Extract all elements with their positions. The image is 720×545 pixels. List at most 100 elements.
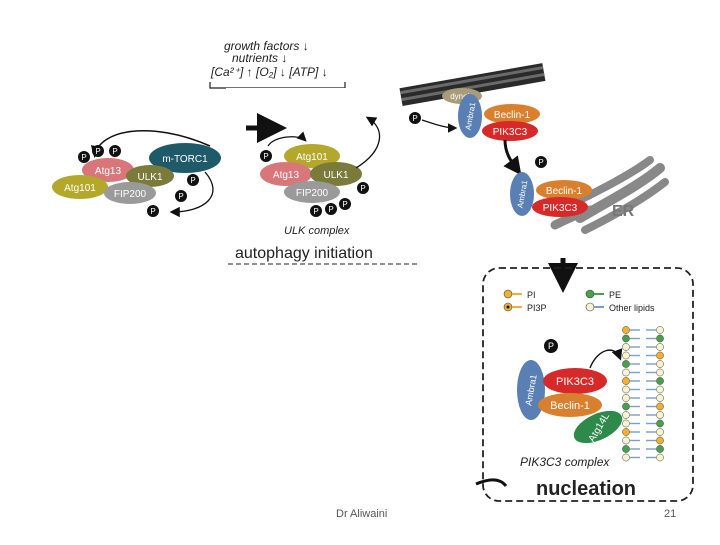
nucleation-exit-arrow <box>475 478 508 487</box>
fip200-label-left: FIP200 <box>114 189 147 200</box>
atg13-node-mid <box>260 162 312 186</box>
lipid-legend: PI PI3P PE Other lipids <box>503 289 655 313</box>
pik3c3-label-nuc: PIK3C3 <box>556 376 594 388</box>
lipid-head <box>622 326 630 334</box>
p-marker: P <box>342 200 347 209</box>
lipid-head <box>622 343 630 351</box>
p-marker-top-label: P <box>412 114 417 123</box>
p-marker-top <box>409 112 421 124</box>
er-cluster: Ambra1 Beclin-1 PIK3C3 P ER <box>510 156 669 234</box>
p-marker: P <box>313 207 318 216</box>
atg101-node-left <box>52 175 108 199</box>
lipid-head <box>656 343 664 351</box>
nucleation-arrow <box>589 348 623 369</box>
pik3c3-node-top <box>482 121 538 141</box>
er-label: ER <box>612 203 635 220</box>
legend-other-lipids: Other lipids <box>609 303 655 313</box>
legend-pi3p: PI3P <box>527 303 547 313</box>
legend-pi: PI <box>527 290 536 300</box>
legend-pe: PE <box>609 290 621 300</box>
lipid-head <box>656 453 664 462</box>
lipid-head <box>656 326 664 334</box>
pik3c3-node-nuc <box>543 368 607 394</box>
lipid-head <box>622 394 630 402</box>
p-to-ambra1-arrow <box>421 119 458 133</box>
phospho-markers-left: P P P P P P <box>78 145 199 217</box>
fip200-node-mid <box>284 181 340 203</box>
nucleation-panel: PI PI3P PE Other lipids Ambra1 PIK3C3 Be… <box>475 267 694 502</box>
atg101-label-mid: Atg101 <box>296 152 328 163</box>
lipid-head <box>622 428 630 436</box>
lipid-head <box>656 394 664 402</box>
lipid-head <box>622 436 630 445</box>
dynein-label: dynein <box>450 92 474 101</box>
atg13-label-left: Atg13 <box>95 166 122 177</box>
input-line-3: [Ca²⁺] ↑ [O₂] ↓ [ATP] ↓ <box>210 65 328 79</box>
ambra1-node-top <box>458 94 482 138</box>
beclin1-node-er <box>536 180 592 200</box>
beclin1-node-top <box>484 104 540 124</box>
ambra1-node-er <box>510 172 534 216</box>
lipid-head <box>622 334 630 343</box>
lipid-head <box>656 419 664 428</box>
lipid-head <box>656 385 664 394</box>
atg13-node-left <box>82 158 134 182</box>
p-marker: P <box>178 192 183 201</box>
fip200-label-mid: FIP200 <box>296 188 329 199</box>
p-marker: P <box>95 147 100 156</box>
middle-arrow-top <box>267 131 307 147</box>
p-marker: P <box>263 152 268 161</box>
middle-arrow-loop <box>355 116 381 169</box>
lipid-head <box>656 360 664 368</box>
microtubule <box>399 63 546 107</box>
pik3c3-label-er: PIK3C3 <box>543 203 578 214</box>
fip200-node-left <box>104 182 156 204</box>
lipid-head <box>656 411 664 419</box>
pik3c3-complex-caption: PIK3C3 complex <box>520 455 610 469</box>
lipid-head <box>622 445 630 453</box>
lipid-head <box>656 377 664 385</box>
input-signals: growth factors ↓ nutrients ↓ [Ca²⁺] ↑ [O… <box>209 39 346 89</box>
lipid-head <box>622 377 630 385</box>
p-marker-er-label: P <box>538 158 543 167</box>
phospho-markers-mid: P P P P P <box>260 150 369 217</box>
p-marker-nuc-label: P <box>548 341 554 351</box>
lipid-head <box>656 334 664 343</box>
ulk1-node-left <box>126 165 174 187</box>
lipid-head <box>622 385 630 394</box>
lipid-head <box>656 428 664 436</box>
white-cover <box>226 88 416 118</box>
beclin1-label-nuc: Beclin-1 <box>550 400 590 412</box>
lipid-head <box>622 351 630 360</box>
middle-cluster: Atg101 Atg13 ULK1 FIP200 P P P P P ULK c… <box>226 88 420 265</box>
atg101-label-left: Atg101 <box>64 183 96 194</box>
p-marker: P <box>190 176 195 185</box>
pik3c3-label-top: PIK3C3 <box>493 127 528 138</box>
p-marker-er <box>535 156 547 168</box>
autophagy-initiation-label: autophagy initiation <box>235 245 373 262</box>
pik3c3-node-er <box>532 197 588 217</box>
top-right-cluster: dynein Ambra1 Beclin-1 PIK3C3 P <box>399 63 546 176</box>
lipid-head <box>656 368 664 377</box>
lipid-head <box>656 436 664 445</box>
input-line-1: growth factors ↓ <box>224 39 309 53</box>
mtorc1-label: m-TORC1 <box>162 154 208 165</box>
mtorc1-node <box>149 143 221 173</box>
p-marker: P <box>112 147 117 156</box>
p-marker: P <box>150 207 155 216</box>
lipid-head <box>622 411 630 419</box>
lipid-head <box>622 360 630 368</box>
beclin1-label-er: Beclin-1 <box>546 186 583 197</box>
ulk1-label-mid: ULK1 <box>323 170 348 181</box>
p-marker: P <box>328 205 333 214</box>
beclin1-label-top: Beclin-1 <box>494 110 531 121</box>
footer-author: Dr Aliwaini <box>336 508 388 520</box>
p-marker-nuc <box>544 339 558 353</box>
lipid-head <box>622 453 630 462</box>
top-right-down-arrow <box>503 139 522 176</box>
ulk1-node-mid <box>310 162 362 186</box>
left-cluster: m-TORC1 Atg13 ULK1 Atg101 FIP200 P P P P… <box>52 129 221 218</box>
atg14l-node-nuc <box>573 410 623 444</box>
